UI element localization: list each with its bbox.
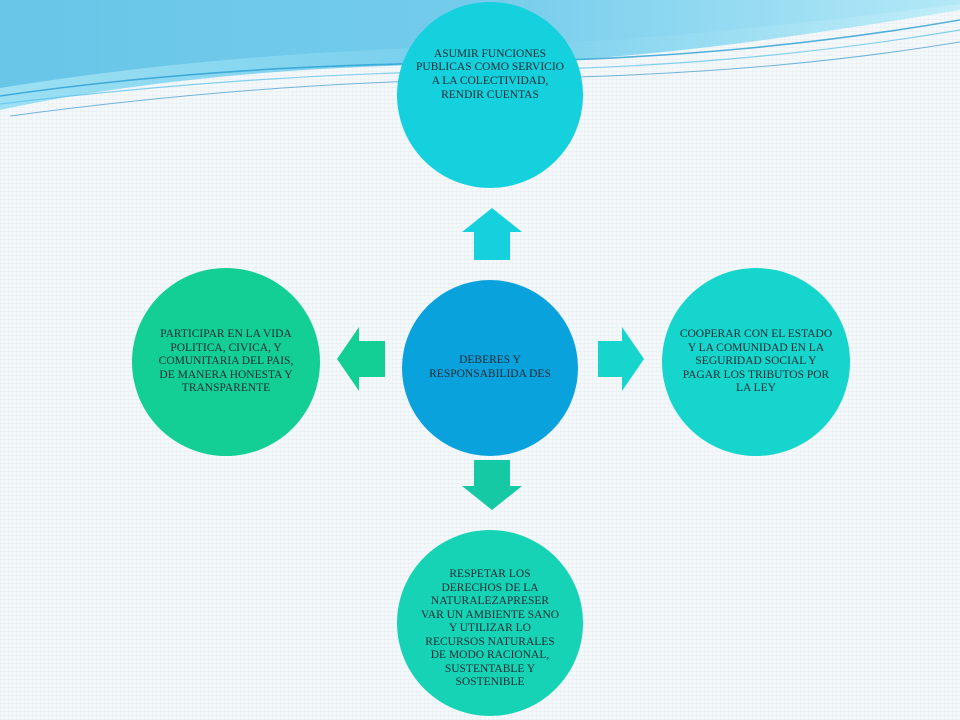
node-right-text: COOPERAR CON EL ESTADO Y LA COMUNIDAD EN… bbox=[679, 328, 833, 395]
node-top: ASUMIR FUNCIONES PUBLICAS COMO SERVICIO … bbox=[397, 2, 583, 188]
node-bottom: RESPETAR LOS DERECHOS DE LA NATURALEZAPR… bbox=[397, 530, 583, 716]
node-center-text: DEBERES Y RESPONSABILIDA DES bbox=[429, 354, 551, 380]
arrow-right-icon bbox=[598, 327, 644, 391]
node-bottom-text: RESPETAR LOS DERECHOS DE LA NATURALEZAPR… bbox=[420, 567, 560, 689]
node-left: PARTICIPAR EN LA VIDA POLITICA, CIVICA, … bbox=[132, 268, 320, 456]
node-center: DEBERES Y RESPONSABILIDA DES bbox=[402, 280, 578, 456]
node-top-text: ASUMIR FUNCIONES PUBLICAS COMO SERVICIO … bbox=[416, 47, 564, 101]
node-right: COOPERAR CON EL ESTADO Y LA COMUNIDAD EN… bbox=[662, 268, 850, 456]
node-left-text: PARTICIPAR EN LA VIDA POLITICA, CIVICA, … bbox=[158, 328, 294, 395]
arrow-left-icon bbox=[337, 327, 385, 391]
arrow-up-icon bbox=[462, 208, 522, 260]
arrow-down-icon bbox=[462, 460, 522, 510]
